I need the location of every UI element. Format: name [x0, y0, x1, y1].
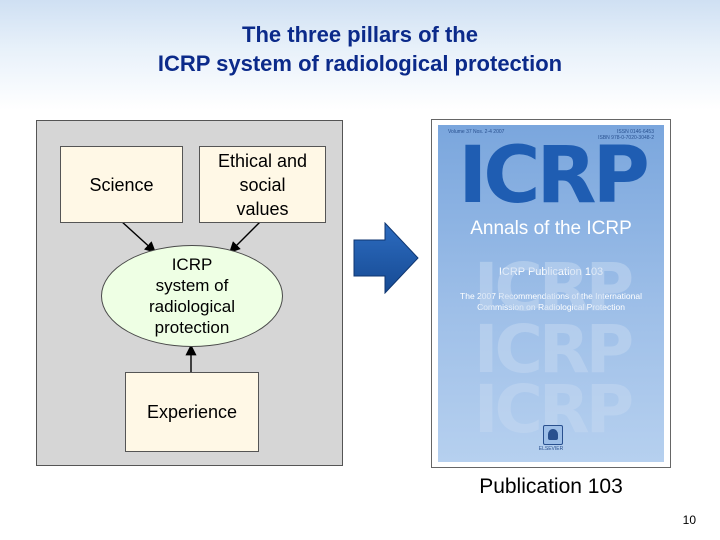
system-label-line-2: system of — [155, 276, 229, 295]
right-arrow-icon — [353, 222, 419, 294]
cover-recommendations-line-1: The 2007 Recommendations of the Internat… — [460, 291, 642, 301]
slide-title: The three pillars of the ICRP system of … — [0, 20, 720, 78]
icrp-watermark-1: ICRP — [473, 249, 634, 326]
cover-issn-info: ISSN 0146-6453 ISBN 978-0-7020-3048-2 — [598, 129, 654, 141]
system-label-line-1: ICRP — [171, 255, 213, 274]
icrp-logo-wordmark: ICRP — [458, 131, 650, 221]
science-pillar-label: Science — [89, 174, 154, 195]
experience-pillar-label: Experience — [146, 402, 238, 422]
slide-title-line-1: The three pillars of the — [242, 22, 478, 47]
title-band-background — [0, 0, 720, 110]
ethical-pillar-line-2: social — [239, 174, 286, 195]
cover-recommendations-title: The 2007 Recommendations of the Internat… — [444, 291, 658, 313]
experience-pillar-box: Experience — [125, 372, 259, 452]
page-number: 10 — [682, 513, 696, 527]
icrp-watermark-2: ICRP — [473, 311, 634, 388]
slide-title-line-2: ICRP system of radiological protection — [157, 51, 563, 76]
ethical-social-values-pillar-box: Ethical and social values — [199, 146, 326, 223]
cover-volume-info: Volume 37 Nos. 2-4 2007 — [448, 129, 505, 135]
system-label-line-3: radiological — [149, 297, 235, 316]
icrp-system-ellipse: ICRP system of radiological protection — [101, 245, 283, 347]
cover-publication-number: ICRP Publication 103 — [498, 266, 604, 278]
publication-caption: Publication 103 — [479, 475, 623, 498]
cover-series-title: Annals of the ICRP — [470, 218, 632, 239]
cover-recommendations-line-2: Commission on Radiological Protection — [477, 302, 625, 312]
publisher-logo-icon — [543, 425, 563, 445]
cover-issn-line-2: ISBN 978-0-7020-3048-2 — [598, 135, 654, 141]
system-label-line-4: protection — [154, 318, 230, 337]
cover-artwork: Volume 37 Nos. 2-4 2007 ISSN 0146-6453 I… — [438, 125, 664, 462]
ethical-pillar-line-1: Ethical and — [217, 150, 308, 171]
cover-issn-line-1: ISSN 0146-6453 — [617, 129, 654, 135]
science-pillar-box: Science — [60, 146, 183, 223]
publisher-name: ELSEVIER — [538, 446, 564, 452]
publication-103-cover: Volume 37 Nos. 2-4 2007 ISSN 0146-6453 I… — [431, 119, 671, 468]
ethical-pillar-line-3: values — [236, 198, 289, 219]
